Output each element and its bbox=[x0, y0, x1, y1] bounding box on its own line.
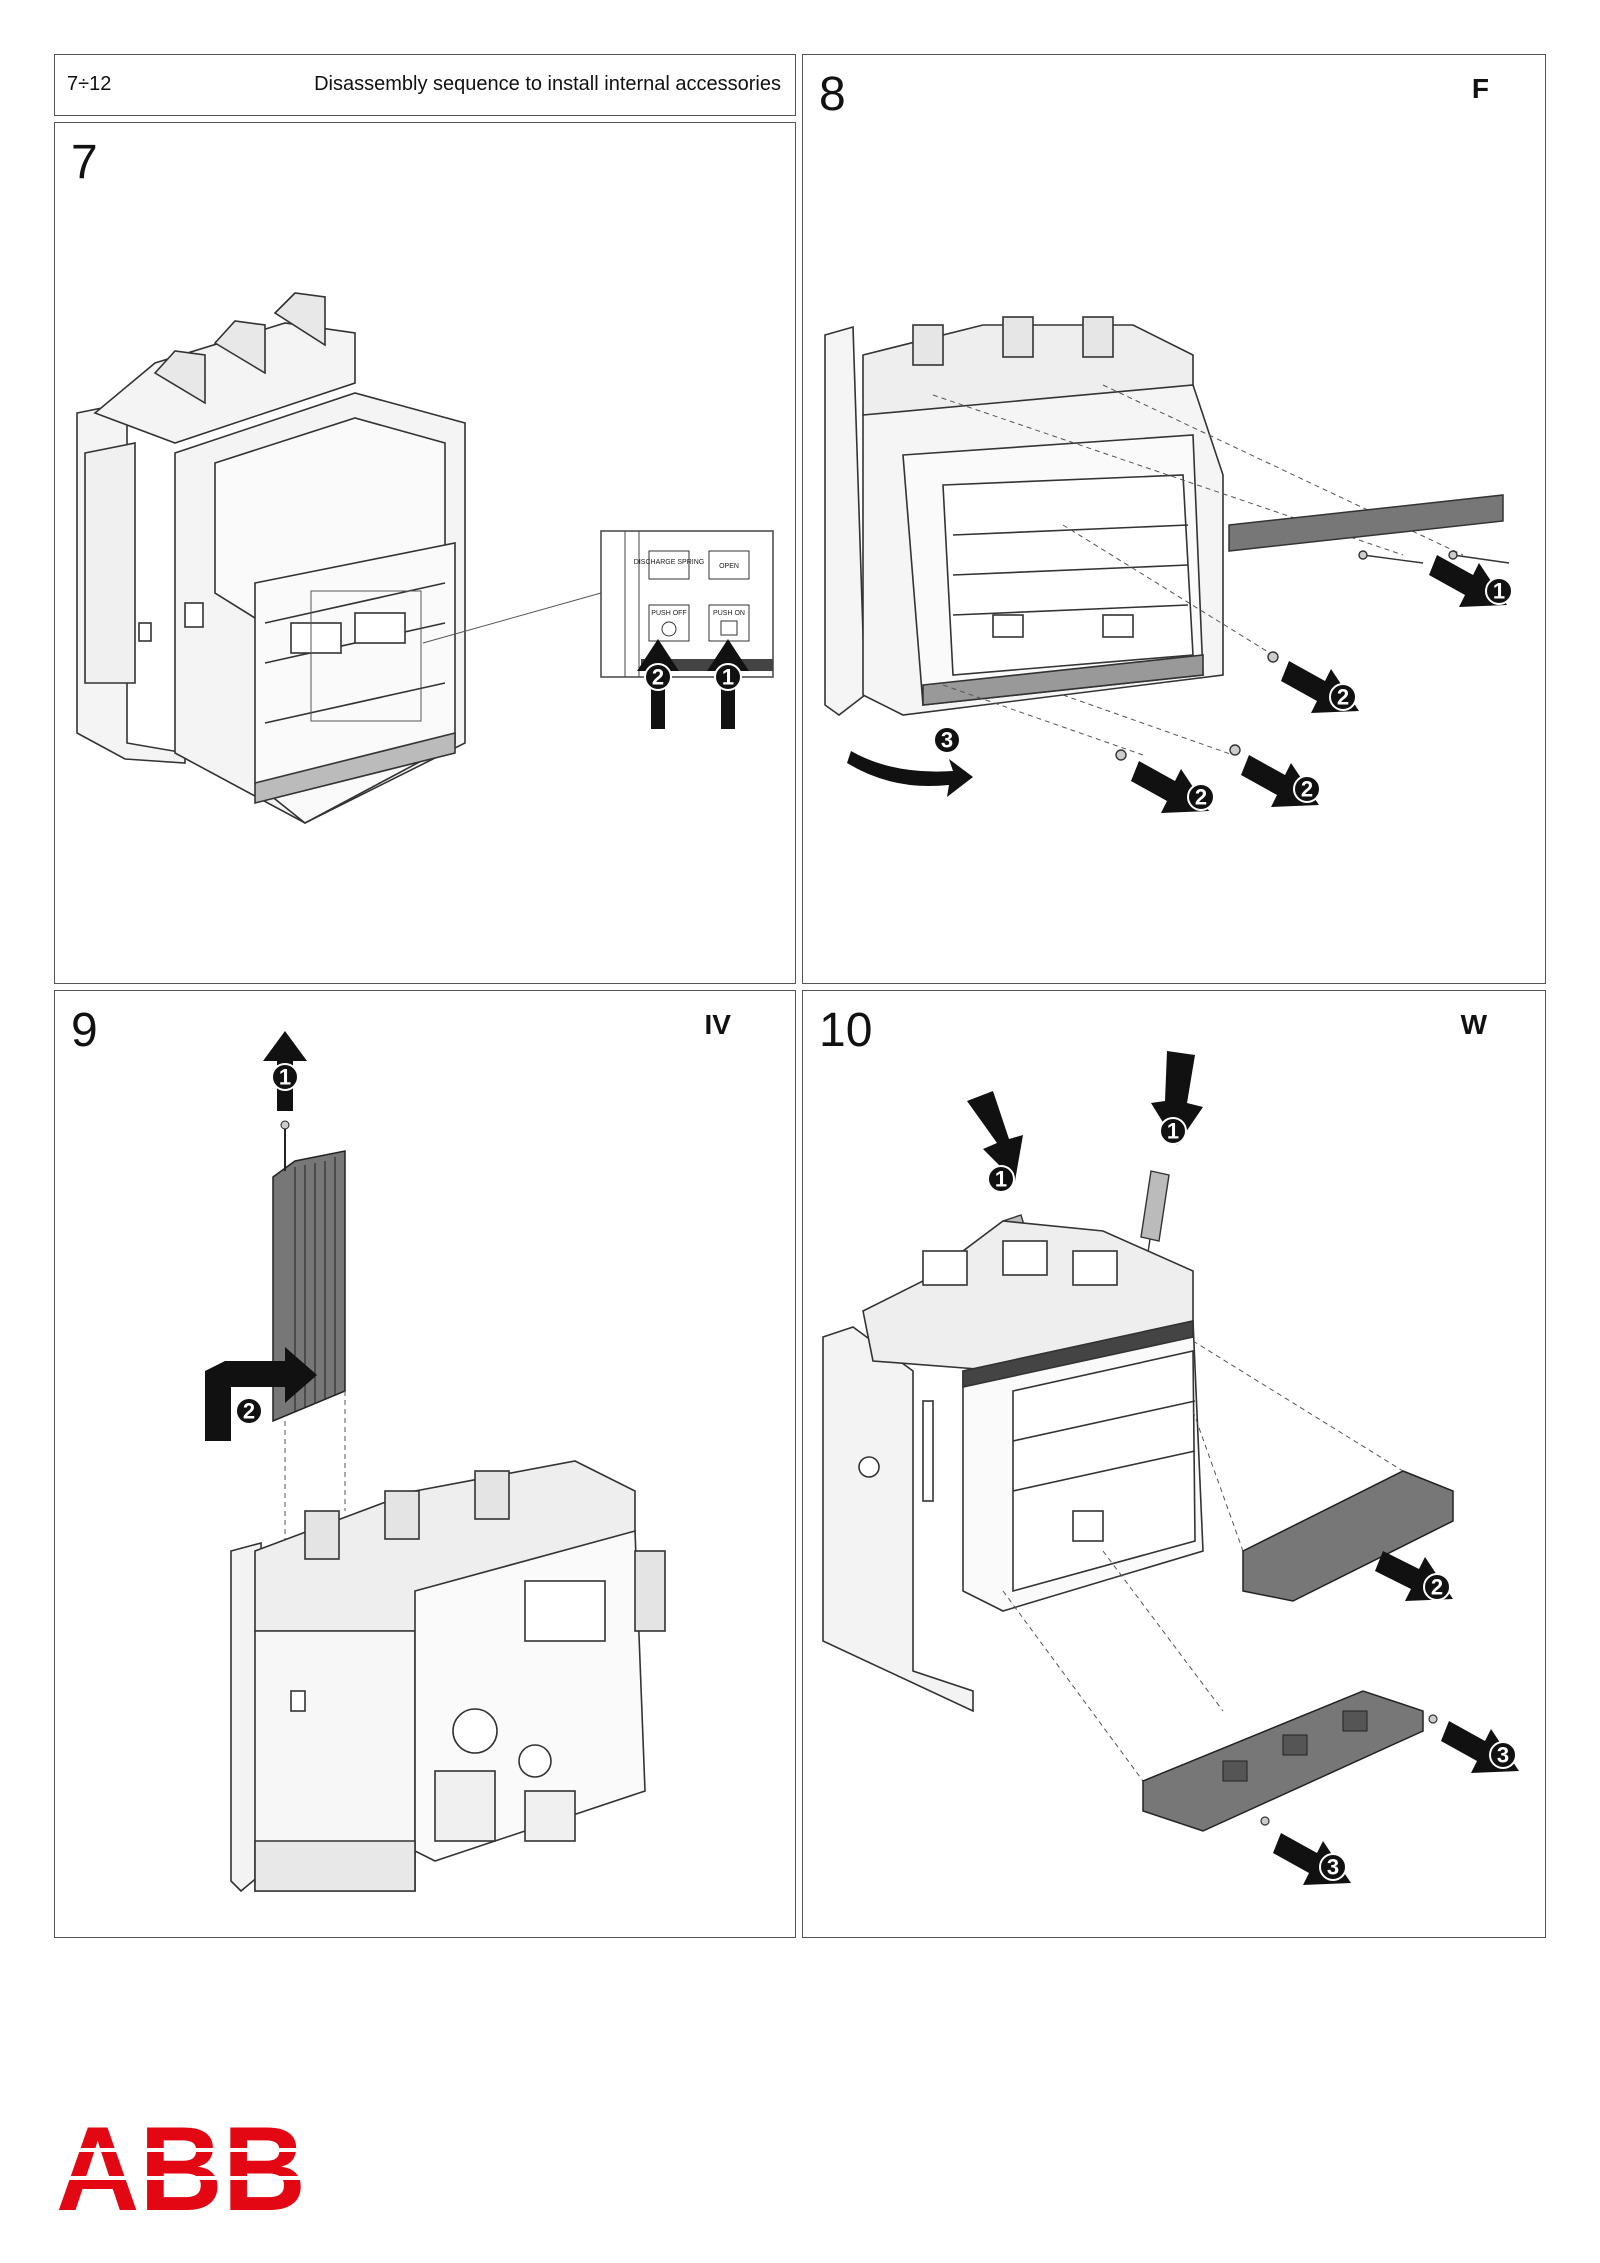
push-arrow-2: 2 bbox=[637, 639, 679, 729]
upper-shutter bbox=[1242, 1470, 1454, 1602]
arrow-step-2: 2 bbox=[1375, 1551, 1453, 1601]
arrow-step-3b: 3 bbox=[1273, 1833, 1351, 1885]
arrow-step-2b: 2 bbox=[1131, 761, 1215, 813]
detail-label-open: OPEN bbox=[719, 563, 739, 570]
push-arrow-1: 1 bbox=[707, 639, 749, 729]
badge: 3 bbox=[1327, 1855, 1339, 1880]
arrow-step-2c: 2 bbox=[1241, 755, 1321, 807]
detail-label-push-on: PUSH ON bbox=[713, 610, 745, 617]
badge: 3 bbox=[941, 728, 953, 753]
badge: 1 bbox=[722, 665, 734, 690]
detail-inset: DISCHARGE SPRING OPEN PUSH OFF PUSH ON bbox=[600, 530, 774, 678]
badge: 3 bbox=[1497, 1743, 1509, 1768]
detail-label-discharge: DISCHARGE SPRING bbox=[634, 559, 704, 566]
arrow-step-1: 1 bbox=[1429, 555, 1513, 607]
shutter-removal-illustration: 1 1 bbox=[822, 1051, 1519, 1885]
front-cover-removal-illustration: 1 2 2 2 3 bbox=[824, 316, 1513, 813]
section-title: Disassembly sequence to install internal… bbox=[314, 73, 781, 95]
detail-label-push-off: PUSH OFF bbox=[651, 610, 686, 617]
arrow-press-1b: 1 bbox=[1151, 1051, 1203, 1145]
removed-cover-strip bbox=[1228, 494, 1504, 552]
arrow-step-2a: 2 bbox=[1281, 661, 1359, 713]
badge: 2 bbox=[1301, 777, 1313, 802]
page-range: 7÷12 bbox=[67, 73, 112, 95]
panel-step-7: 7 bbox=[54, 122, 796, 984]
arrow-lift-1: 1 bbox=[263, 1031, 307, 1111]
side-cover-removal-illustration: 1 2 bbox=[205, 1031, 666, 1893]
version-letter: W bbox=[1460, 1009, 1487, 1040]
version-letter: IV bbox=[704, 1009, 731, 1040]
lower-shutter bbox=[1142, 1690, 1424, 1832]
step-number: 7 bbox=[71, 136, 98, 189]
arrow-step-3-rotate: 3 bbox=[847, 726, 973, 797]
version-letter: F bbox=[1471, 73, 1489, 104]
badge: 2 bbox=[1431, 1575, 1443, 1600]
abb-logo-graphic: ABB bbox=[56, 2110, 316, 2220]
badge: 1 bbox=[995, 1167, 1007, 1192]
logo-text: ABB bbox=[56, 2110, 306, 2220]
panel-step-10: 10 W 1 1 bbox=[802, 990, 1546, 1938]
arrow-step-3a: 3 bbox=[1441, 1721, 1519, 1773]
badge: 2 bbox=[1195, 785, 1207, 810]
arrow-slide-2: 2 bbox=[205, 1347, 317, 1441]
step-number: 10 bbox=[819, 1004, 873, 1057]
badge: 1 bbox=[1493, 579, 1505, 604]
section-header: 7÷12 Disassembly sequence to install int… bbox=[54, 54, 796, 116]
badge: 2 bbox=[243, 1399, 255, 1424]
panel-step-8: 8 F bbox=[802, 54, 1546, 984]
step-number: 8 bbox=[819, 68, 846, 121]
badge: 2 bbox=[652, 665, 664, 690]
arrow-press-1a: 1 bbox=[967, 1091, 1023, 1193]
badge: 1 bbox=[279, 1065, 291, 1090]
step-number: 9 bbox=[71, 1004, 98, 1057]
panel-step-9: 9 IV 1 2 bbox=[54, 990, 796, 1938]
breaker-front-illustration: DISCHARGE SPRING OPEN PUSH OFF PUSH ON 2… bbox=[76, 292, 774, 824]
badge: 2 bbox=[1337, 685, 1349, 710]
badge: 1 bbox=[1167, 1119, 1179, 1144]
